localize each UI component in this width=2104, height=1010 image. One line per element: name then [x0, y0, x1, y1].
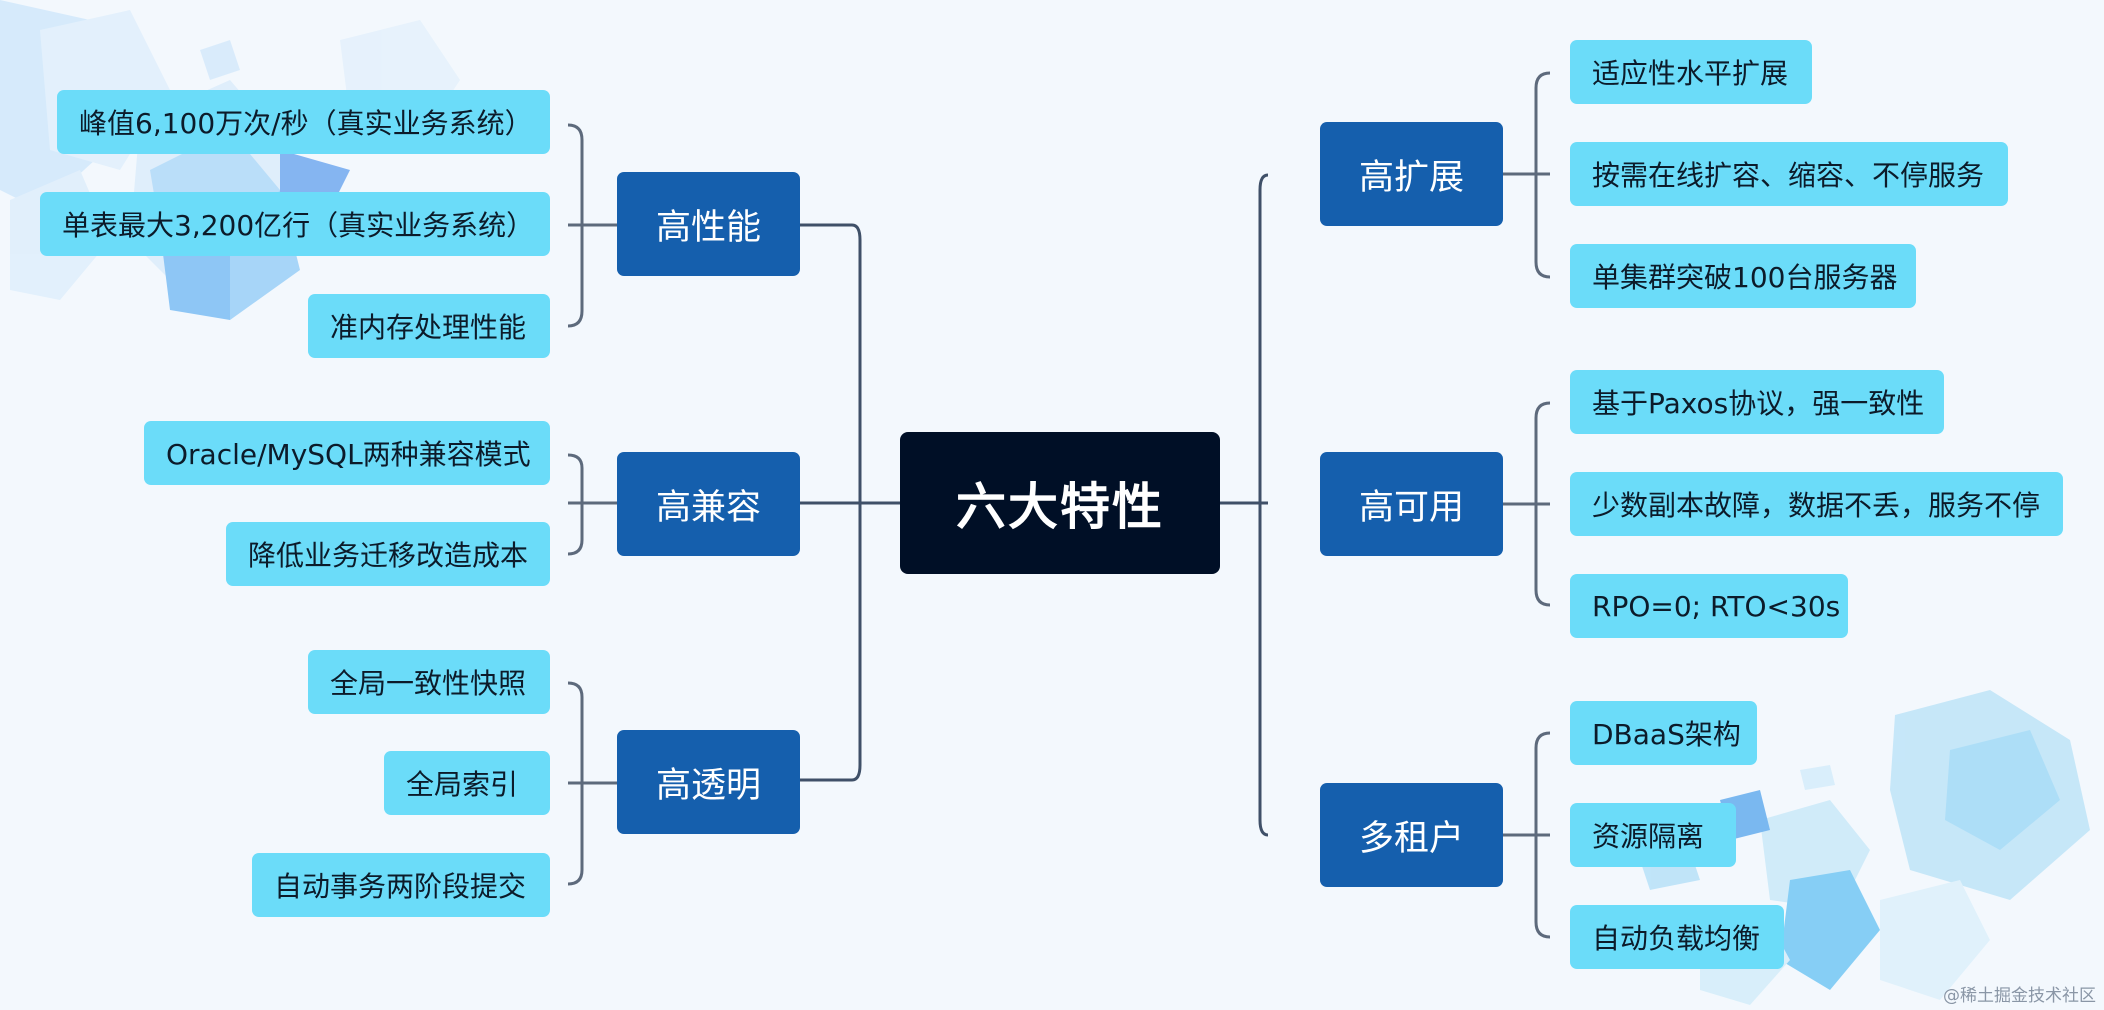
leaf-label: 按需在线扩容、缩容、不停服务: [1592, 159, 1985, 192]
left-main-brace: [851, 223, 862, 782]
leaf-migration-cost: 降低业务迁移改造成本: [226, 522, 550, 586]
leaf-label: 单表最大3,200亿行（真实业务系统）: [62, 209, 535, 242]
category-high-availability: 高可用: [1320, 452, 1503, 556]
leaf-rpo-rto: RPO=0; RTO<30s: [1570, 574, 1848, 638]
leaf-paxos: 基于Paxos协议，强一致性: [1570, 370, 1944, 434]
leaf-global-index: 全局索引: [384, 751, 550, 815]
leaf-adaptive-scaling: 适应性水平扩展: [1570, 40, 1812, 104]
leaf-max-table-rows: 单表最大3,200亿行（真实业务系统）: [40, 192, 550, 256]
leaf-label: 自动事务两阶段提交: [274, 870, 527, 903]
leaf-in-memory-performance: 准内存处理性能: [308, 294, 550, 358]
brace-scalability: [1534, 71, 1551, 279]
leaf-label: 基于Paxos协议，强一致性: [1592, 387, 1925, 420]
leaf-label: Oracle/MySQL两种兼容模式: [166, 438, 531, 471]
leaf-label: 全局一致性快照: [330, 667, 527, 700]
leaf-label: 全局索引: [406, 768, 519, 801]
leaf-label: RPO=0; RTO<30s: [1592, 589, 1841, 623]
leaf-label: 峰值6,100万次/秒（真实业务系统）: [79, 107, 533, 140]
leaf-label: 适应性水平扩展: [1592, 57, 1789, 90]
leaf-cluster-size: 单集群突破100台服务器: [1570, 244, 1916, 308]
center-label: 六大特性: [956, 478, 1164, 536]
category-multi-tenancy: 多租户: [1320, 783, 1503, 887]
leaf-compat-modes: Oracle/MySQL两种兼容模式: [144, 421, 550, 485]
category-label: 高扩展: [1358, 157, 1464, 198]
leaf-label: 准内存处理性能: [330, 311, 527, 344]
category-label: 高可用: [1358, 487, 1464, 528]
leaf-label: DBaaS架构: [1592, 718, 1741, 751]
watermark: @稀土掘金技术社区: [1943, 986, 2096, 1006]
leaf-auto-load-balance: 自动负载均衡: [1570, 905, 1784, 969]
leaf-label: 单集群突破100台服务器: [1592, 261, 1898, 294]
category-high-transparency: 高透明: [617, 730, 800, 834]
category-high-scalability: 高扩展: [1320, 122, 1503, 226]
brace-availability: [1534, 401, 1551, 607]
leaf-replica-failure: 少数副本故障，数据不丢，服务不停: [1570, 472, 2063, 536]
leaf-two-phase-commit: 自动事务两阶段提交: [252, 853, 550, 917]
leaf-peak-qps: 峰值6,100万次/秒（真实业务系统）: [57, 90, 550, 154]
leaf-dbaas: DBaaS架构: [1570, 701, 1757, 765]
category-high-performance: 高性能: [617, 172, 800, 276]
right-main-brace: [1258, 173, 1269, 837]
category-label: 高性能: [655, 207, 761, 248]
leaf-label: 自动负载均衡: [1592, 922, 1761, 955]
leaf-label: 资源隔离: [1592, 820, 1705, 853]
center-node: 六大特性: [900, 432, 1220, 574]
category-label: 高兼容: [655, 487, 761, 528]
leaf-label: 降低业务迁移改造成本: [248, 539, 529, 572]
category-label: 高透明: [655, 765, 761, 806]
leaf-label: 少数副本故障，数据不丢，服务不停: [1592, 489, 2041, 522]
leaf-resource-isolation: 资源隔离: [1570, 803, 1736, 867]
brace-multitenancy: [1534, 731, 1551, 939]
category-label: 多租户: [1358, 818, 1464, 859]
leaf-online-scaling: 按需在线扩容、缩容、不停服务: [1570, 142, 2008, 206]
category-high-compatibility: 高兼容: [617, 452, 800, 556]
leaf-global-snapshot: 全局一致性快照: [308, 650, 550, 714]
